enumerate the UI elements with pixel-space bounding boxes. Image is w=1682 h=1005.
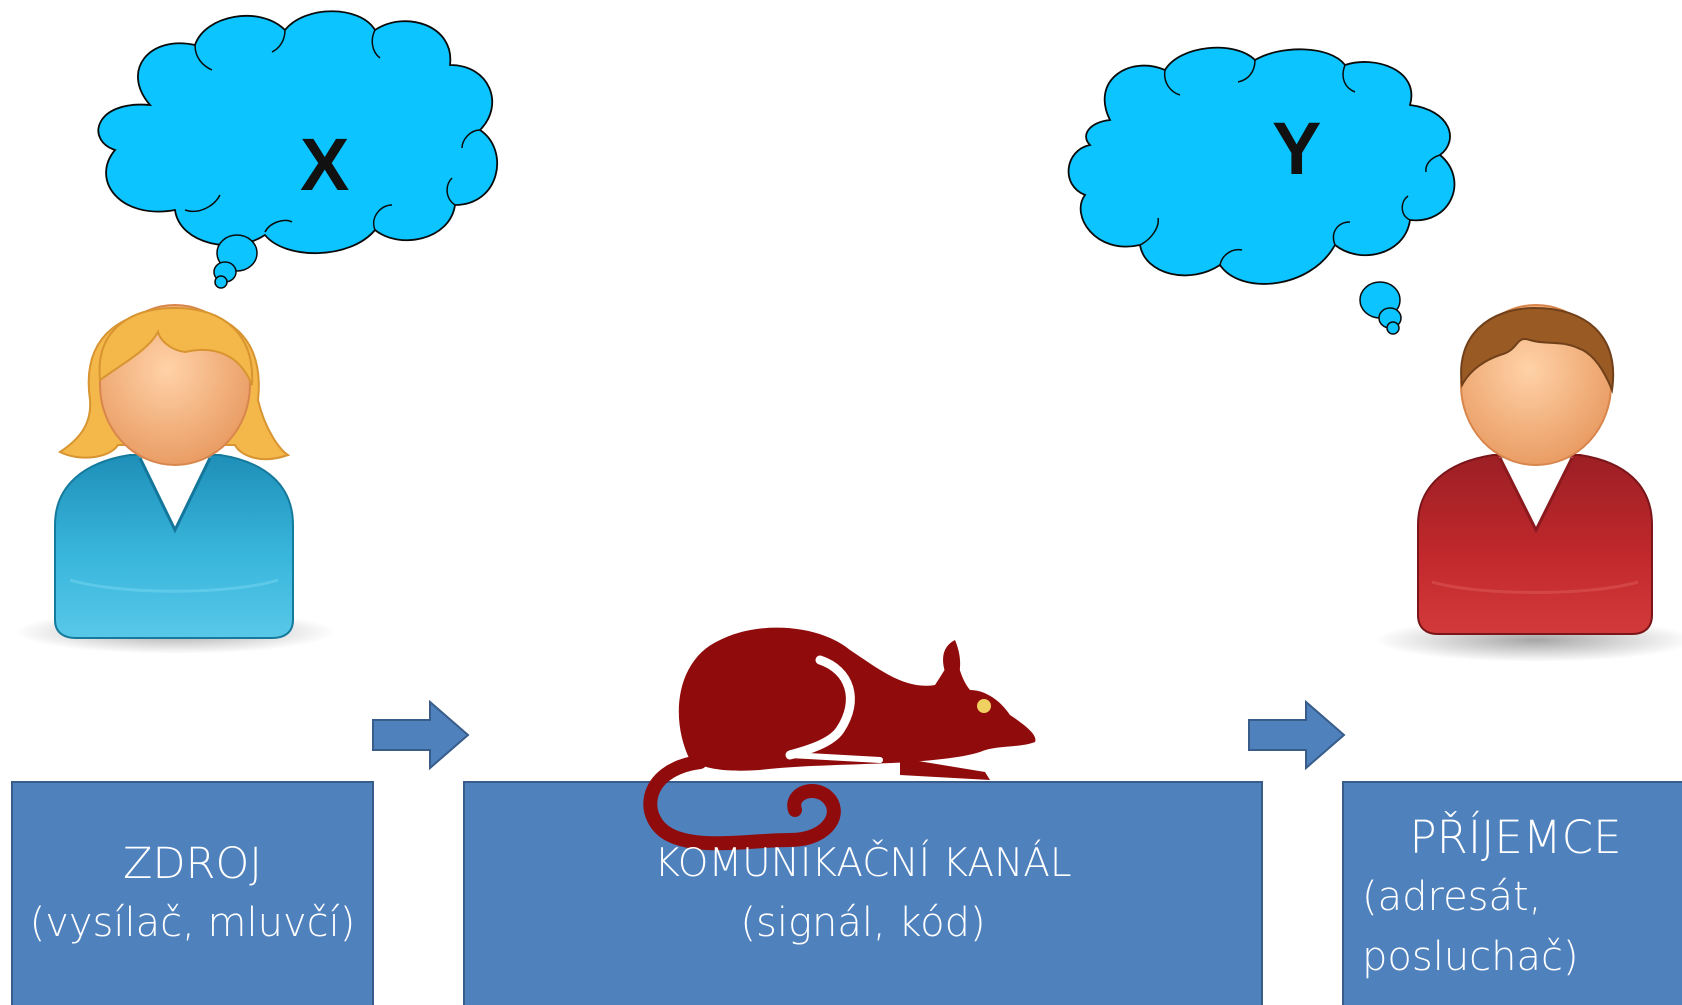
channel-box-title: KOMUNIKAČNÍ KANÁL: [654, 841, 1072, 886]
man-person-icon: [1375, 304, 1682, 662]
source-box: [11, 781, 374, 1005]
receiver-box: [1342, 781, 1682, 1005]
source-box-subtitle: (vysílač, mluvčí): [29, 900, 356, 946]
source-thought-label: X: [300, 123, 350, 206]
rat-icon: [643, 627, 1036, 851]
channel-box-subtitle: (signál, kód): [740, 900, 986, 946]
right-arrow-icon: [1248, 699, 1346, 771]
thought-cloud-icon: [1067, 46, 1456, 335]
source-box-title: ZDROJ: [123, 839, 262, 889]
receiver-box-title: PŘÍJEMCE: [1409, 811, 1622, 864]
woman-person-icon: [15, 304, 335, 654]
thought-cloud-icon: [97, 10, 498, 289]
right-arrow-icon: [372, 699, 470, 771]
channel-box: [463, 781, 1263, 1005]
receiver-box-subtitle-line2: posluchač): [1362, 934, 1579, 980]
receiver-box-subtitle-line1: (adresát,: [1362, 874, 1542, 920]
receiver-thought-label: Y: [1272, 107, 1322, 190]
